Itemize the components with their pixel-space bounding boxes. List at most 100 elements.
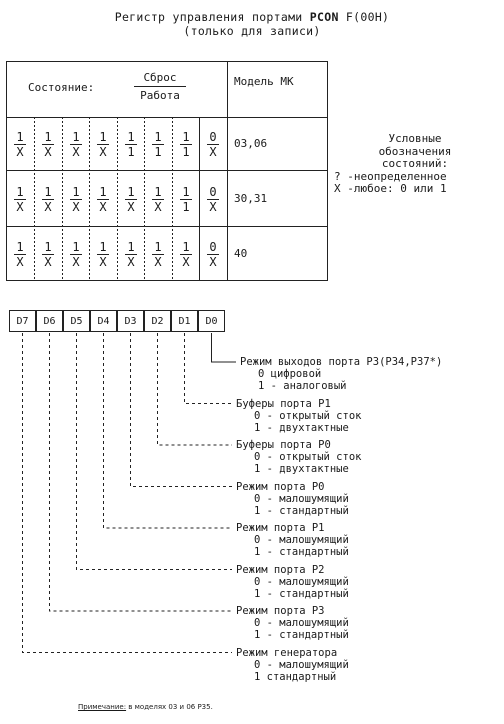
description-option: 0 - малошумящий	[254, 575, 349, 588]
work-value: X	[16, 144, 24, 159]
description-title: Режим выходов порта P3(P34,P37*)	[240, 356, 443, 368]
footnote-label: Примечание:	[78, 703, 127, 711]
reset-value: 1	[70, 240, 82, 255]
bit-description: Режим выходов порта P3(P34,P37*)0 цифров…	[240, 356, 442, 392]
description-title: Буферы порта P0	[236, 439, 331, 451]
description-title: Режим порта P0	[236, 480, 325, 493]
fraction-line	[134, 86, 186, 87]
legend-line: состояний:	[381, 157, 449, 170]
legend: Условные обозначения состояний: ? -неопр…	[330, 132, 500, 196]
reset-value: 1	[152, 130, 164, 145]
register-name: PCON	[309, 10, 339, 24]
reset-value: 0	[207, 240, 219, 255]
model-cell: 40	[234, 247, 248, 260]
register-bit-d5: D5	[63, 310, 90, 332]
work-value: X	[16, 199, 24, 214]
register-bit-d4: D4	[90, 310, 117, 332]
description-title: Режим генератора	[236, 646, 338, 659]
description-option: 0 - открытый сток	[254, 409, 362, 422]
leader-line	[211, 333, 236, 363]
leader-line	[130, 333, 232, 487]
reset-value: 1	[97, 185, 109, 200]
leader-line	[76, 333, 232, 570]
description-title: Режим порта P1	[236, 522, 325, 534]
description-option: 1 - двухтактные	[254, 421, 349, 434]
work-value: X	[182, 255, 190, 269]
register-bit-d1: D1	[171, 310, 198, 332]
register-bit-d0: D0	[198, 310, 225, 332]
description-option: 0 - открытый сток	[254, 451, 362, 463]
reset-value: 1	[180, 130, 192, 145]
description-option: 1 - аналоговый	[258, 380, 347, 392]
description-option: 1 - стандартный	[254, 629, 349, 641]
table-grid	[6, 61, 328, 281]
register-address: F(00H)	[345, 10, 390, 24]
model-cell: 30,31	[234, 191, 268, 205]
reset-value: 1	[14, 240, 26, 255]
register-bit-d6: D6	[36, 310, 63, 332]
reset-value: 1	[152, 240, 164, 255]
work-value: X	[44, 199, 52, 214]
reset-value: 1	[42, 240, 54, 255]
reset-value: 1	[125, 240, 137, 255]
work-value: X	[72, 255, 80, 269]
reset-value: 1	[125, 130, 137, 145]
reset-value: 1	[42, 130, 54, 145]
description-option: 1 стандартный	[254, 670, 337, 683]
reset-value: 1	[14, 185, 26, 200]
work-value: X	[154, 255, 162, 269]
reset-value: 0	[207, 130, 219, 145]
description-title: Режим порта P2	[236, 563, 325, 576]
model-cell: 03,06	[234, 136, 268, 150]
legend-line: обозначения	[378, 144, 452, 158]
legend-line: ? -неопределенное	[334, 169, 447, 183]
reset-value: 1	[180, 185, 192, 200]
work-value: X	[44, 255, 52, 269]
work-value: X	[209, 199, 217, 214]
reset-value: 1	[70, 185, 82, 200]
register-bit-d3: D3	[117, 310, 144, 332]
work-value: X	[99, 144, 107, 159]
title-text: Регистр управления портами	[114, 10, 303, 24]
state-label: Состояние:	[28, 81, 95, 94]
reset-value: 1	[97, 130, 109, 145]
work-value: 1	[154, 144, 162, 159]
work-value: X	[72, 144, 80, 159]
description-option: 0 - малошумящий	[254, 492, 349, 505]
work-value: 1	[182, 199, 190, 214]
work-value: 1	[127, 144, 135, 159]
reset-value: 1	[42, 185, 54, 200]
work-value: X	[16, 255, 24, 269]
description-option: 0 цифровой	[258, 368, 322, 380]
register-bit-d7: D7	[9, 310, 36, 332]
description-option: 0 - малошумящий	[254, 534, 349, 546]
description-title: Буферы порта P1	[236, 397, 331, 410]
page-subtitle: (только для записи)	[183, 24, 321, 38]
reset-value: 1	[125, 185, 137, 200]
description-option: 0 - малошумящий	[254, 617, 349, 629]
legend-line: Условные	[388, 132, 442, 145]
reset-value: 1	[152, 185, 164, 200]
work-value: 1	[182, 144, 190, 159]
description-option: 0 - малошумящий	[254, 658, 349, 671]
